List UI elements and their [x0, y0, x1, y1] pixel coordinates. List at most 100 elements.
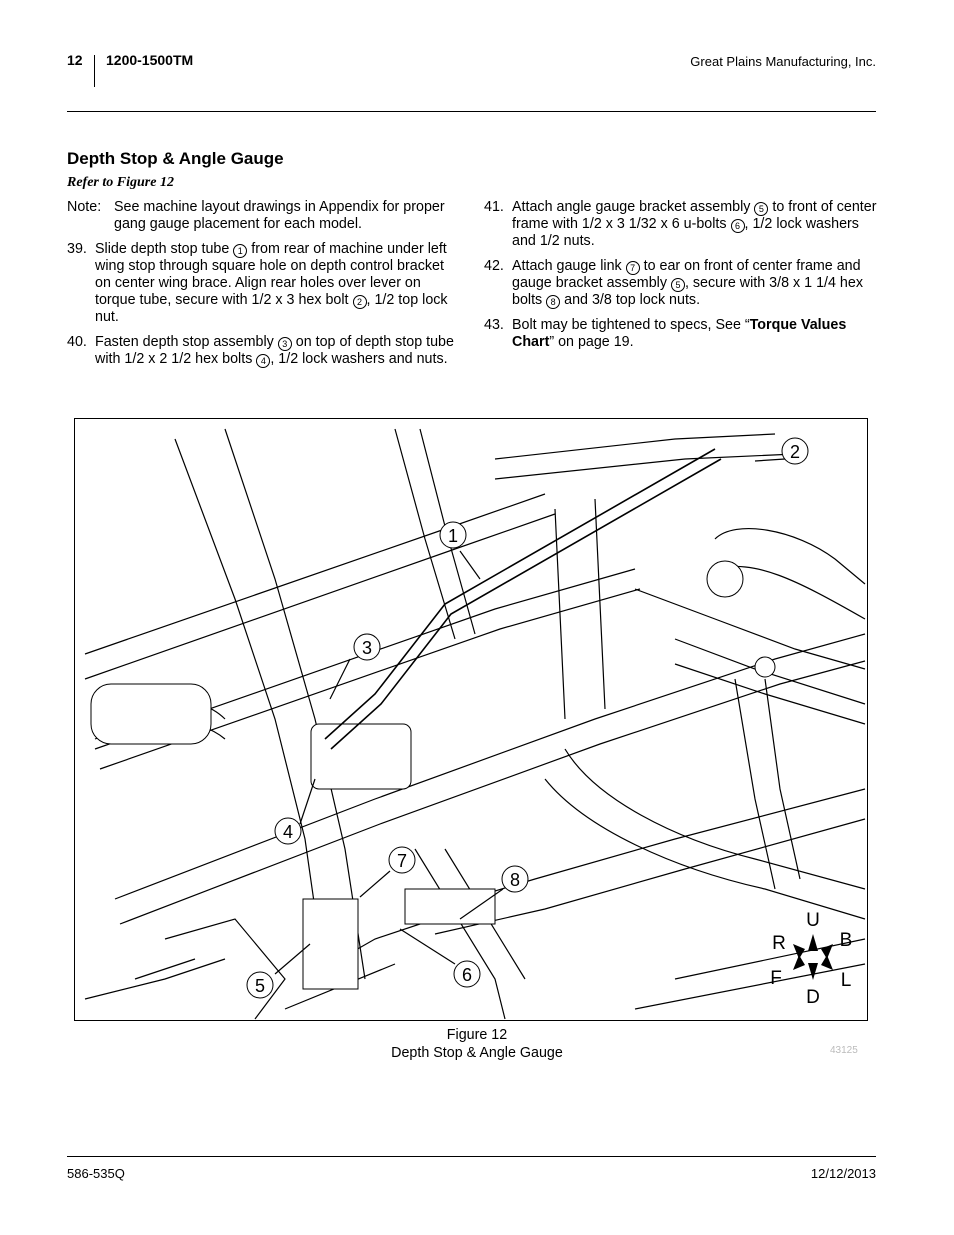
depth-stop-plate [310, 723, 412, 790]
callout-ref-8: 8 [546, 295, 561, 309]
step-42: 42. Attach gauge link 7 to ear on front … [484, 258, 879, 309]
footer-rule [67, 1156, 876, 1157]
right-column: 41. Attach angle gauge bracket assembly … [484, 199, 879, 359]
callout-ref-5: 5 [754, 202, 769, 216]
callout-1-label: 1 [448, 526, 458, 546]
pivot-pin [754, 656, 776, 678]
step-40: 40. Fasten depth stop assembly 3 on top … [67, 334, 462, 368]
step-text: , 1/2 lock washers and nuts. [270, 351, 448, 367]
callout-1: 1 [439, 521, 467, 549]
step-text: Bolt may be tightened to specs, See “ [512, 317, 750, 333]
company-name: Great Plains Manufacturing, Inc. [690, 54, 876, 69]
callout-ref-3: 3 [277, 337, 292, 351]
note-label: Note: [67, 199, 102, 215]
step-text: Slide depth stop tube [95, 241, 234, 257]
callout-2-label: 2 [790, 442, 800, 462]
frame-details [90, 560, 776, 990]
step-text: to front of center frame with 1/2 x 3 1/… [512, 199, 877, 232]
footer-date: 12/12/2013 [810, 1166, 876, 1181]
callout-ref-7: 7 [625, 261, 640, 275]
callout-ref-4: 4 [256, 354, 271, 368]
header-rule [67, 111, 876, 112]
left-column: Note: See machine layout drawings in App… [67, 199, 462, 376]
compass-label-down: D [806, 987, 820, 1008]
callout-2: 2 [781, 437, 809, 465]
step-41: 41. Attach angle gauge bracket assembly … [484, 199, 879, 250]
compass-up-arrow [808, 934, 818, 951]
figure-12: 1 2 3 4 5 6 7 8 U D R B F L [74, 418, 868, 1021]
compass-b-arrow [821, 944, 833, 959]
machine-illustration: 1 2 3 4 5 6 7 8 U D R B F L [84, 428, 866, 1020]
compass-label-l: L [841, 970, 852, 991]
step-text: Fasten depth stop assembly [95, 334, 278, 350]
callout-6-label: 6 [462, 965, 472, 985]
compass-f-arrow [793, 955, 805, 970]
callout-6: 6 [453, 960, 481, 988]
callout-5: 5 [246, 971, 274, 999]
leader-7 [359, 870, 391, 898]
header-divider [94, 55, 95, 87]
figure-caption-number: Figure 12 [446, 1027, 508, 1043]
depth-stop-tube [324, 448, 722, 750]
document-id: 1200-1500TM [106, 52, 194, 68]
leader-4 [299, 778, 316, 825]
step-number: 43. [484, 317, 504, 333]
step-text: Attach angle gauge bracket assembly [512, 199, 755, 215]
step-text: and 3/8 top lock nuts. [560, 292, 701, 308]
callout-8-label: 8 [510, 870, 520, 890]
callout-8: 8 [501, 865, 529, 893]
leader-3 [329, 658, 351, 700]
angle-gauge-bracket [302, 898, 359, 990]
step-text: , secure with 3/8 x 1 1/4 hex bolts [512, 275, 863, 308]
step-text: , 1/2 top lock nut. [95, 292, 448, 325]
step-text: to ear on front of center frame and gaug… [512, 258, 861, 291]
compass-label-b: B [840, 930, 853, 951]
footer-doc-number: 586-535Q [67, 1166, 125, 1181]
note-text: See machine layout drawings in Appendix … [114, 199, 445, 232]
callout-leaders [274, 458, 786, 975]
gauge-mount [404, 888, 496, 925]
leader-6 [399, 928, 456, 965]
compass-label-r: R [772, 933, 786, 954]
callout-3: 3 [353, 633, 381, 661]
step-text: ” on page 19. [549, 334, 634, 350]
step-number: 40. [67, 334, 87, 350]
torque-chart-link[interactable]: Torque Values Chart [512, 317, 847, 350]
callout-7: 7 [388, 846, 416, 874]
figure-part-number: 43125 [830, 1045, 858, 1056]
leader-8 [459, 888, 504, 920]
figure-caption-title: Depth Stop & Angle Gauge [391, 1045, 563, 1061]
page-number: 12 [67, 52, 83, 68]
leader-1 [459, 550, 481, 580]
leader-5 [274, 943, 311, 975]
callout-4-label: 4 [283, 822, 293, 842]
pivot-hub [706, 560, 744, 598]
callout-ref-5: 5 [670, 278, 685, 292]
compass-label-up: U [806, 910, 820, 931]
step-number: 42. [484, 258, 504, 274]
compass-l-arrow [821, 955, 833, 970]
callout-ref-6: 6 [730, 219, 745, 233]
compass-label-f: F [770, 968, 782, 989]
step-43: 43. Bolt may be tightened to specs, See … [484, 317, 879, 351]
step-text: , 1/2 lock washers and 1/2 nuts. [512, 216, 859, 249]
step-text: from rear of machine under left wing sto… [95, 241, 447, 308]
callout-5-label: 5 [255, 976, 265, 996]
step-number: 39. [67, 241, 87, 257]
callout-3-label: 3 [362, 638, 372, 658]
callout-circles: 1 2 3 4 5 6 7 8 [246, 437, 809, 999]
spring-assembly [90, 683, 212, 745]
step-text: Attach gauge link [512, 258, 626, 274]
leader-2 [754, 458, 786, 462]
compass-rose: U D R B F L [770, 910, 852, 1008]
compass-r-arrow [793, 944, 805, 959]
callout-ref-1: 1 [233, 244, 248, 258]
step-text: on top of depth stop tube with 1/2 x 2 1… [95, 334, 454, 367]
compass-down-arrow [808, 963, 818, 980]
callout-7-label: 7 [397, 851, 407, 871]
callout-ref-2: 2 [352, 295, 367, 309]
callout-4: 4 [274, 817, 302, 845]
note: Note: See machine layout drawings in App… [67, 199, 462, 233]
step-39: 39. Slide depth stop tube 1 from rear of… [67, 241, 462, 326]
section-title: Depth Stop & Angle Gauge [67, 149, 284, 168]
